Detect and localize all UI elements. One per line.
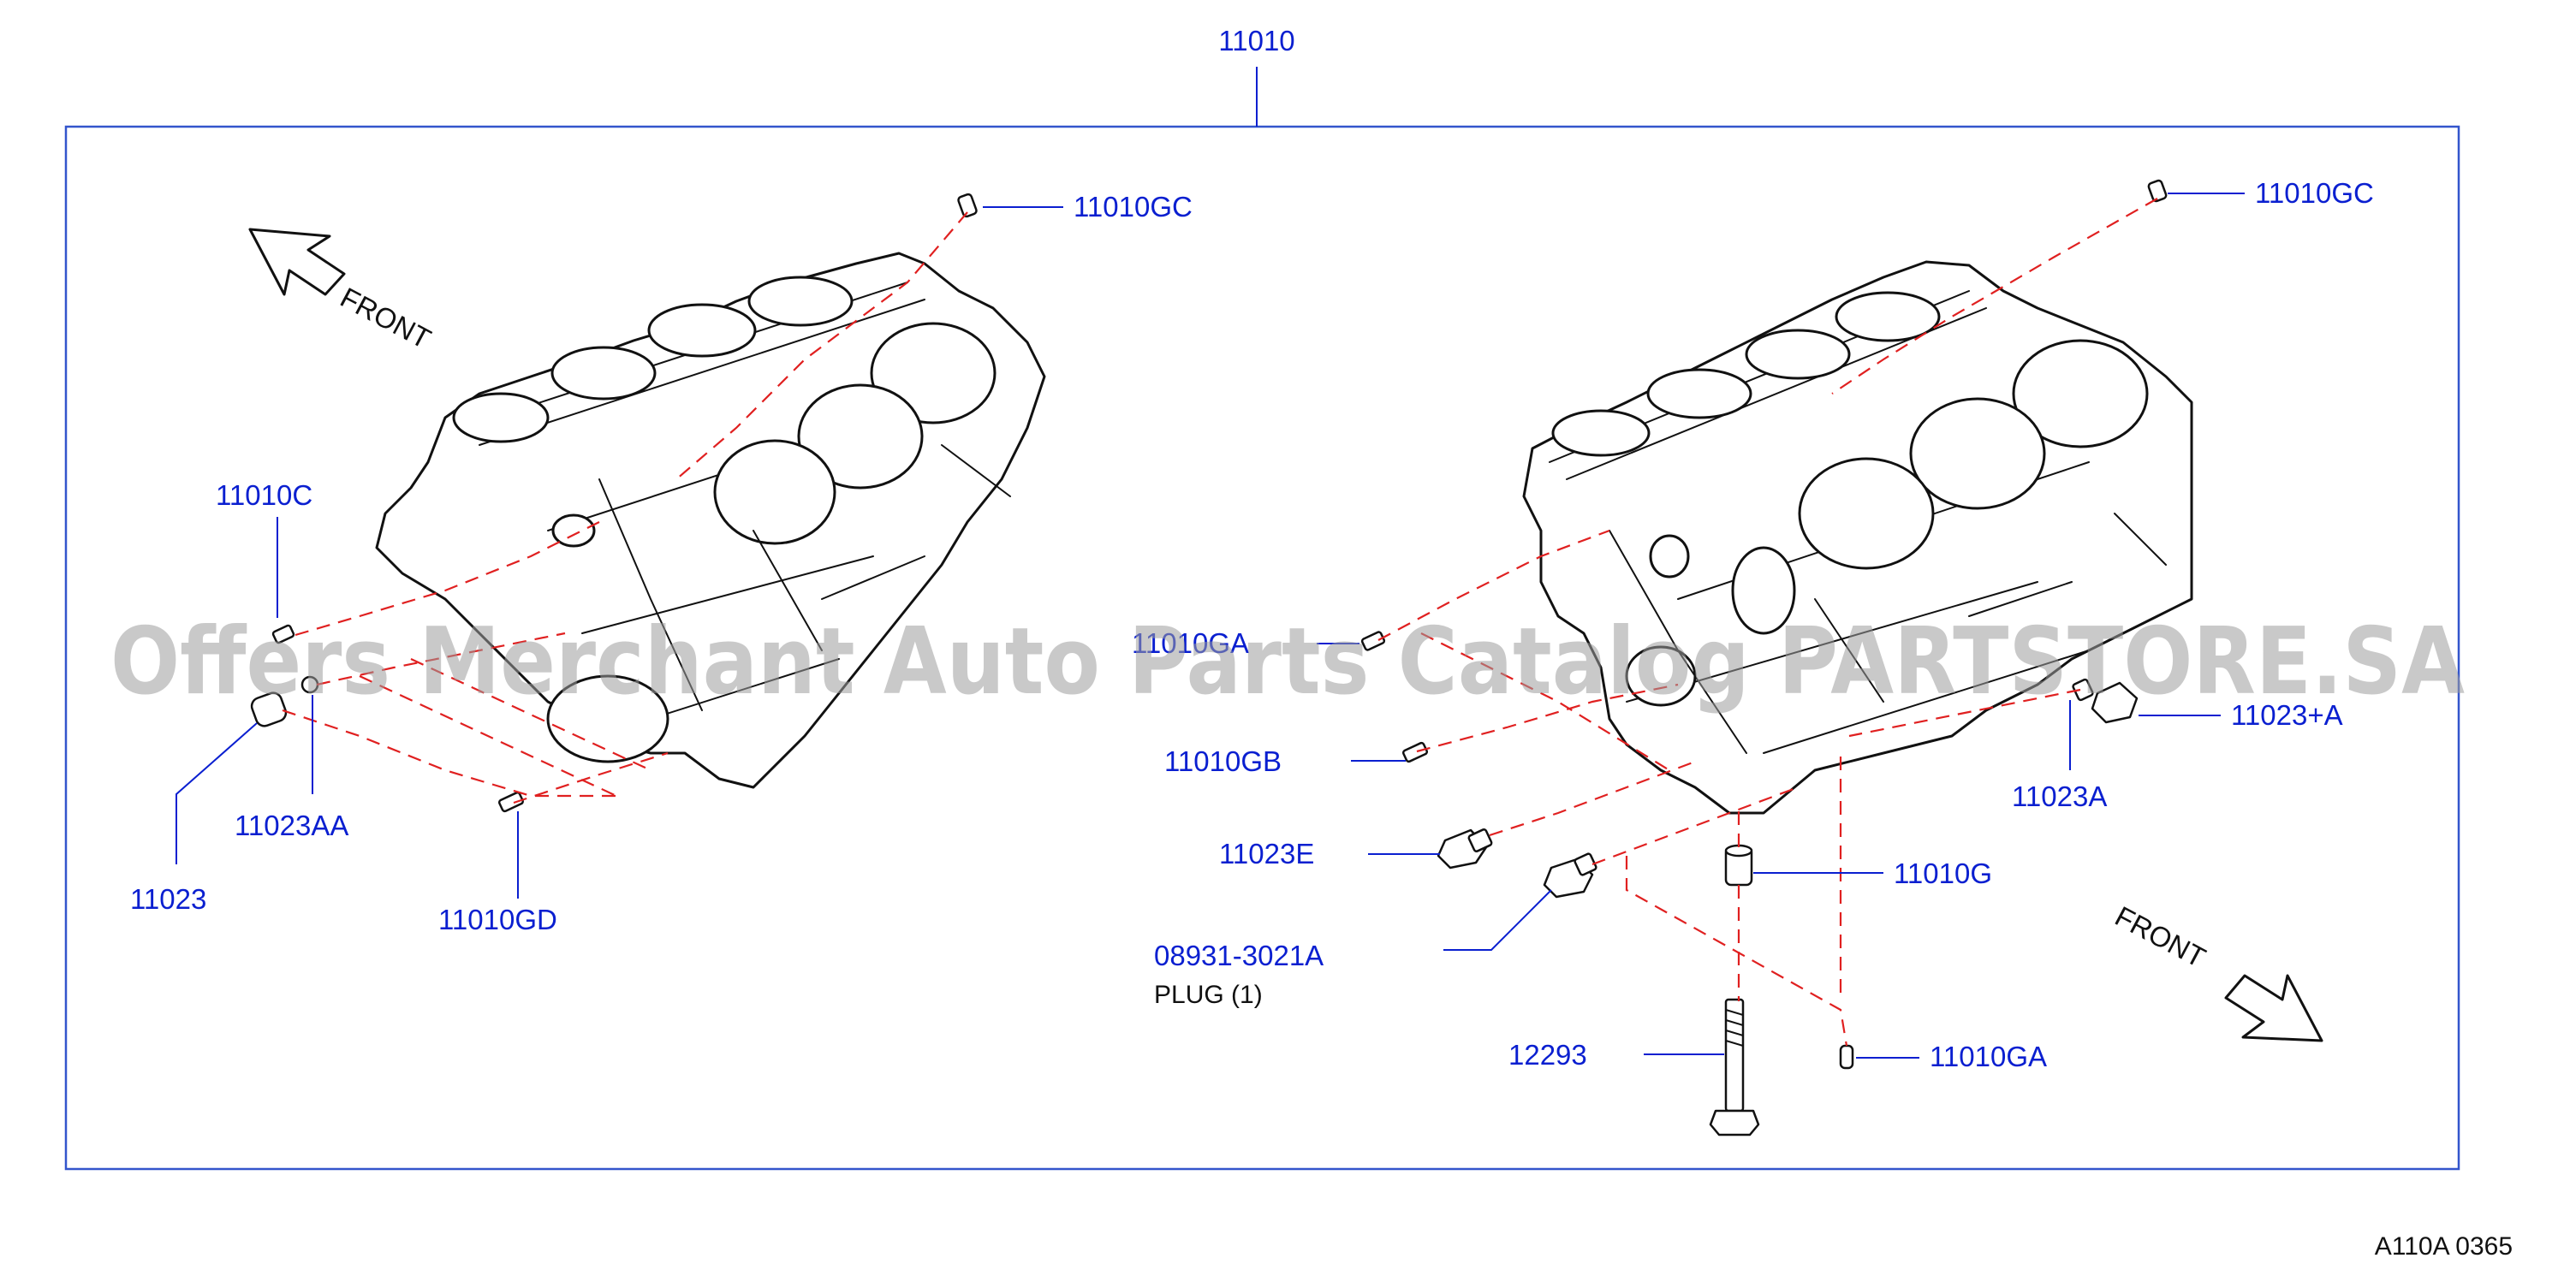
front-label-left: FRONT	[336, 282, 437, 355]
front-label-right: FRONT	[2110, 900, 2211, 974]
callout-08931-3021A[interactable]: 08931-3021A	[1154, 940, 1324, 971]
callout-11010GA-bottom[interactable]: 11010GA	[1930, 1041, 2047, 1072]
callout-11010GB[interactable]: 11010GB	[1164, 745, 1282, 777]
callout-12293[interactable]: 12293	[1508, 1039, 1587, 1071]
callout-11023[interactable]: 11023	[130, 883, 206, 915]
assembly-label[interactable]: 11010	[1218, 25, 1294, 56]
callout-11023A[interactable]: 11023A	[2012, 780, 2107, 812]
right-fasteners	[1437, 678, 2139, 1136]
assembly-frame	[64, 125, 2460, 1171]
engine-block-right-view	[1360, 179, 2193, 815]
dash-lines-left	[282, 211, 968, 804]
callout-11010GD[interactable]: 11010GD	[438, 904, 557, 935]
callout-11010GC-right[interactable]: 11010GC	[2255, 177, 2374, 209]
front-arrow-left: FRONT	[248, 228, 437, 355]
callout-11010G[interactable]: 11010G	[1894, 858, 1992, 889]
engine-block-left-view	[250, 193, 1046, 813]
plug-note: PLUG (1)	[1154, 981, 1263, 1009]
diagram-code: A110A 0365	[2375, 1232, 2513, 1261]
callout-11010GC-left[interactable]: 11010GC	[1074, 191, 1193, 223]
callout-11010GA-mid[interactable]: 11010GA	[1132, 627, 1249, 659]
callout-11023E[interactable]: 11023E	[1219, 838, 1314, 869]
callout-11023AA[interactable]: 11023AA	[235, 810, 348, 841]
front-arrow-right: FRONT	[2110, 900, 2323, 1042]
callout-11010C[interactable]: 11010C	[216, 479, 312, 511]
watermark: Offers Merchant Auto Parts Catalog PARTS…	[110, 608, 2465, 715]
callout-11023plusA[interactable]: 11023+A	[2231, 699, 2343, 731]
